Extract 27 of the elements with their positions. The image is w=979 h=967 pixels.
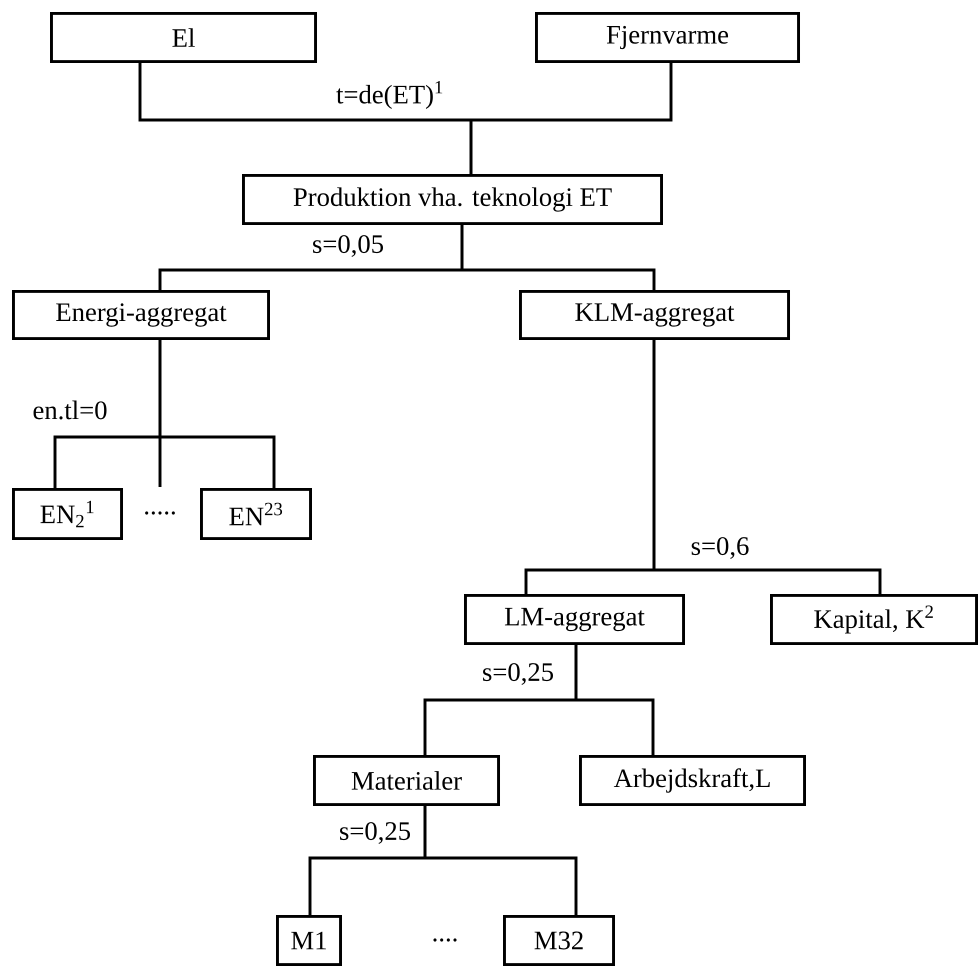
box: KLM-aggregat xyxy=(519,290,790,340)
box: EN$^{23}$ xyxy=(200,488,312,540)
annotation-text: en.tl=0 xyxy=(34,400,107,420)
box: M1 xyxy=(276,915,342,966)
connector xyxy=(574,645,654,755)
annotation-text: s=0,6 xyxy=(692,537,749,559)
annotation-text: s=0,25 xyxy=(483,663,553,685)
box: M32 xyxy=(503,915,615,966)
box: EN$_{2}$1 xyxy=(12,488,123,540)
annotation-text: ..... xyxy=(145,511,175,515)
annotation-text: .... xyxy=(433,938,457,942)
box: Materialer xyxy=(313,755,500,806)
connector xyxy=(158,340,276,488)
box: El xyxy=(50,12,317,63)
box: LM-aggregat xyxy=(464,594,685,645)
box: Produktion vha. teknologi ET xyxy=(242,174,663,225)
box: Energi-aggregat xyxy=(12,290,270,340)
connector xyxy=(424,806,578,915)
annotation-text: s=0,25 xyxy=(340,822,410,844)
box: Fjernvarme xyxy=(535,12,800,63)
annotation-text: s=0,05 xyxy=(313,235,383,257)
connector xyxy=(470,63,672,174)
box: Arbejdskraft,L xyxy=(579,755,806,806)
box: Kapital, K$^{2}$ xyxy=(770,594,978,645)
annotation-text: t=de(ET)$^{1}$ xyxy=(336,80,442,109)
connector xyxy=(460,225,656,290)
connector xyxy=(652,340,882,594)
